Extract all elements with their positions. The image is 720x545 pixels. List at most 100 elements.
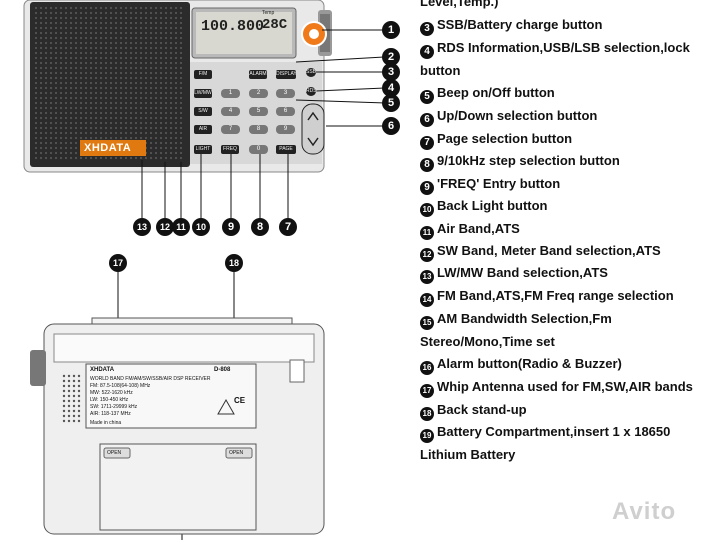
keypad-key[interactable]: 1 bbox=[221, 89, 240, 98]
spec-line: FM: 87.5-108(64-108) MHz bbox=[90, 383, 151, 389]
legend-number-badge: 19 bbox=[420, 429, 434, 443]
legend-number-badge: 9 bbox=[420, 181, 434, 195]
watermark: Avito bbox=[612, 498, 676, 526]
watermark-text: Avito bbox=[612, 498, 677, 525]
callout-7: 7 bbox=[279, 218, 297, 236]
callout-8: 8 bbox=[251, 218, 269, 236]
legend-item-text: Up/Down selection button bbox=[437, 108, 598, 123]
keypad-key[interactable]: 6 bbox=[276, 107, 295, 116]
legend-item-text: 9/10kHz step selection button bbox=[437, 153, 620, 168]
keypad-key[interactable]: 4 bbox=[221, 107, 240, 116]
page-button[interactable]: PAGE bbox=[276, 145, 296, 154]
callout-1: 1 bbox=[382, 21, 400, 39]
legend-item-text: Battery Compartment,insert 1 x 18650 bbox=[437, 424, 671, 439]
legend-item-text: SW Band, Meter Band selection,ATS bbox=[437, 243, 661, 258]
legend-number-badge: 12 bbox=[420, 248, 434, 262]
open-right-label: OPEN bbox=[229, 450, 244, 456]
legend-number-badge: 4 bbox=[420, 45, 434, 59]
spec-line: SW: 1711-29999 kHz bbox=[90, 404, 138, 410]
lcd-temperature: 28C bbox=[262, 17, 288, 33]
legend-item-text: Stereo/Mono,Time set bbox=[420, 334, 555, 349]
legend-item-text: Beep on/Off button bbox=[437, 85, 555, 100]
keypad-key[interactable]: 2 bbox=[249, 89, 268, 98]
legend-item-text: Air Band,ATS bbox=[437, 221, 520, 236]
air-button[interactable]: AIR bbox=[194, 125, 212, 134]
callout-18: 18 bbox=[225, 254, 243, 272]
lwmw-button[interactable]: LW/MW bbox=[194, 89, 212, 98]
front-radio-drawing bbox=[23, 0, 385, 218]
sw-button[interactable]: S/W bbox=[194, 107, 212, 116]
rds-button[interactable]: RDS bbox=[306, 87, 317, 96]
back-radio-drawing bbox=[30, 272, 325, 540]
front-radio-illustration: 100.800 28C Temp XHDATA F/M ALARM DISPLA… bbox=[0, 0, 400, 245]
legend-number-badge: 13 bbox=[420, 270, 434, 284]
legend-number-badge: 5 bbox=[420, 90, 434, 104]
keypad-key[interactable]: 7 bbox=[221, 125, 240, 134]
ce-mark: CE bbox=[234, 396, 246, 405]
legend-item-text: Whip Antenna used for FM,SW,AIR bands bbox=[437, 379, 693, 394]
label-model: D-808 bbox=[214, 367, 231, 373]
legend-item-text: Back Light button bbox=[437, 198, 548, 213]
fm-button[interactable]: F/M bbox=[194, 70, 212, 79]
legend-number-badge: 8 bbox=[420, 158, 434, 172]
callout-6: 6 bbox=[382, 117, 400, 135]
callout-2: 2 bbox=[382, 48, 400, 66]
keypad-key[interactable]: 5 bbox=[249, 107, 268, 116]
lcd-frequency: 100.800 bbox=[201, 18, 265, 35]
legend-item-text: FM Band,ATS,FM Freq range selection bbox=[437, 288, 674, 303]
callout-9: 9 bbox=[222, 218, 240, 236]
legend-number-badge: 10 bbox=[420, 203, 434, 217]
keypad-key[interactable]: 9 bbox=[276, 125, 295, 134]
legend-partial-line: Level,Temp.) bbox=[420, 0, 499, 9]
light-button[interactable]: LIGHT bbox=[194, 145, 212, 154]
ssb-button[interactable]: SSB bbox=[306, 68, 317, 77]
label-brand: XHDATA bbox=[90, 367, 115, 373]
freq-button[interactable]: FREQ bbox=[221, 145, 239, 154]
legend-item-text: AM Bandwidth Selection,Fm bbox=[437, 311, 612, 326]
open-left-label: OPEN bbox=[107, 450, 122, 456]
callout-4: 4 bbox=[382, 79, 400, 97]
brand-plate-text: XHDATA bbox=[84, 142, 132, 154]
legend-item: button bbox=[420, 63, 460, 78]
legend-item-text: Page selection button bbox=[437, 131, 573, 146]
label-made-in: Made in china bbox=[90, 420, 122, 426]
callout-5: 5 bbox=[382, 94, 400, 112]
legend-item: Lithium Battery bbox=[420, 447, 515, 462]
spec-line: MW: 522-1620 kHz bbox=[90, 390, 133, 396]
keypad-key[interactable]: 8 bbox=[249, 125, 268, 134]
label-subtitle: WORLD BAND FM/AM/SW/SSB/AIR DSP RECEIVER bbox=[90, 376, 211, 382]
legend-number-badge: 6 bbox=[420, 113, 434, 127]
spec-line: LW: 150-450 kHz bbox=[90, 397, 129, 403]
callout-10: 10 bbox=[192, 218, 210, 236]
callout-17: 17 bbox=[109, 254, 127, 272]
legend-item-text: RDS Information,USB/LSB selection,lock bbox=[437, 40, 690, 55]
keypad-key[interactable]: 3 bbox=[276, 89, 295, 98]
legend-item-text: Alarm button(Radio & Buzzer) bbox=[437, 356, 622, 371]
callout-12: 12 bbox=[156, 218, 174, 236]
legend-item-text: Lithium Battery bbox=[420, 447, 516, 462]
legend-number-badge: 15 bbox=[420, 316, 434, 330]
legend-number-badge: 11 bbox=[420, 226, 434, 240]
legend-item: Stereo/Mono,Time set bbox=[420, 334, 555, 349]
legend-item-text: LW/MW Band selection,ATS bbox=[437, 265, 608, 280]
legend-item-text: button bbox=[420, 63, 461, 78]
display-button[interactable]: DISPLAY bbox=[276, 70, 297, 79]
legend-number-badge: 18 bbox=[420, 407, 434, 421]
legend-number-badge: 16 bbox=[420, 361, 434, 375]
keypad-key[interactable]: 0 bbox=[249, 145, 268, 154]
legend-item-text: Back stand-up bbox=[437, 402, 527, 417]
alarm-button[interactable]: ALARM bbox=[249, 70, 267, 79]
callout-11: 11 bbox=[172, 218, 190, 236]
